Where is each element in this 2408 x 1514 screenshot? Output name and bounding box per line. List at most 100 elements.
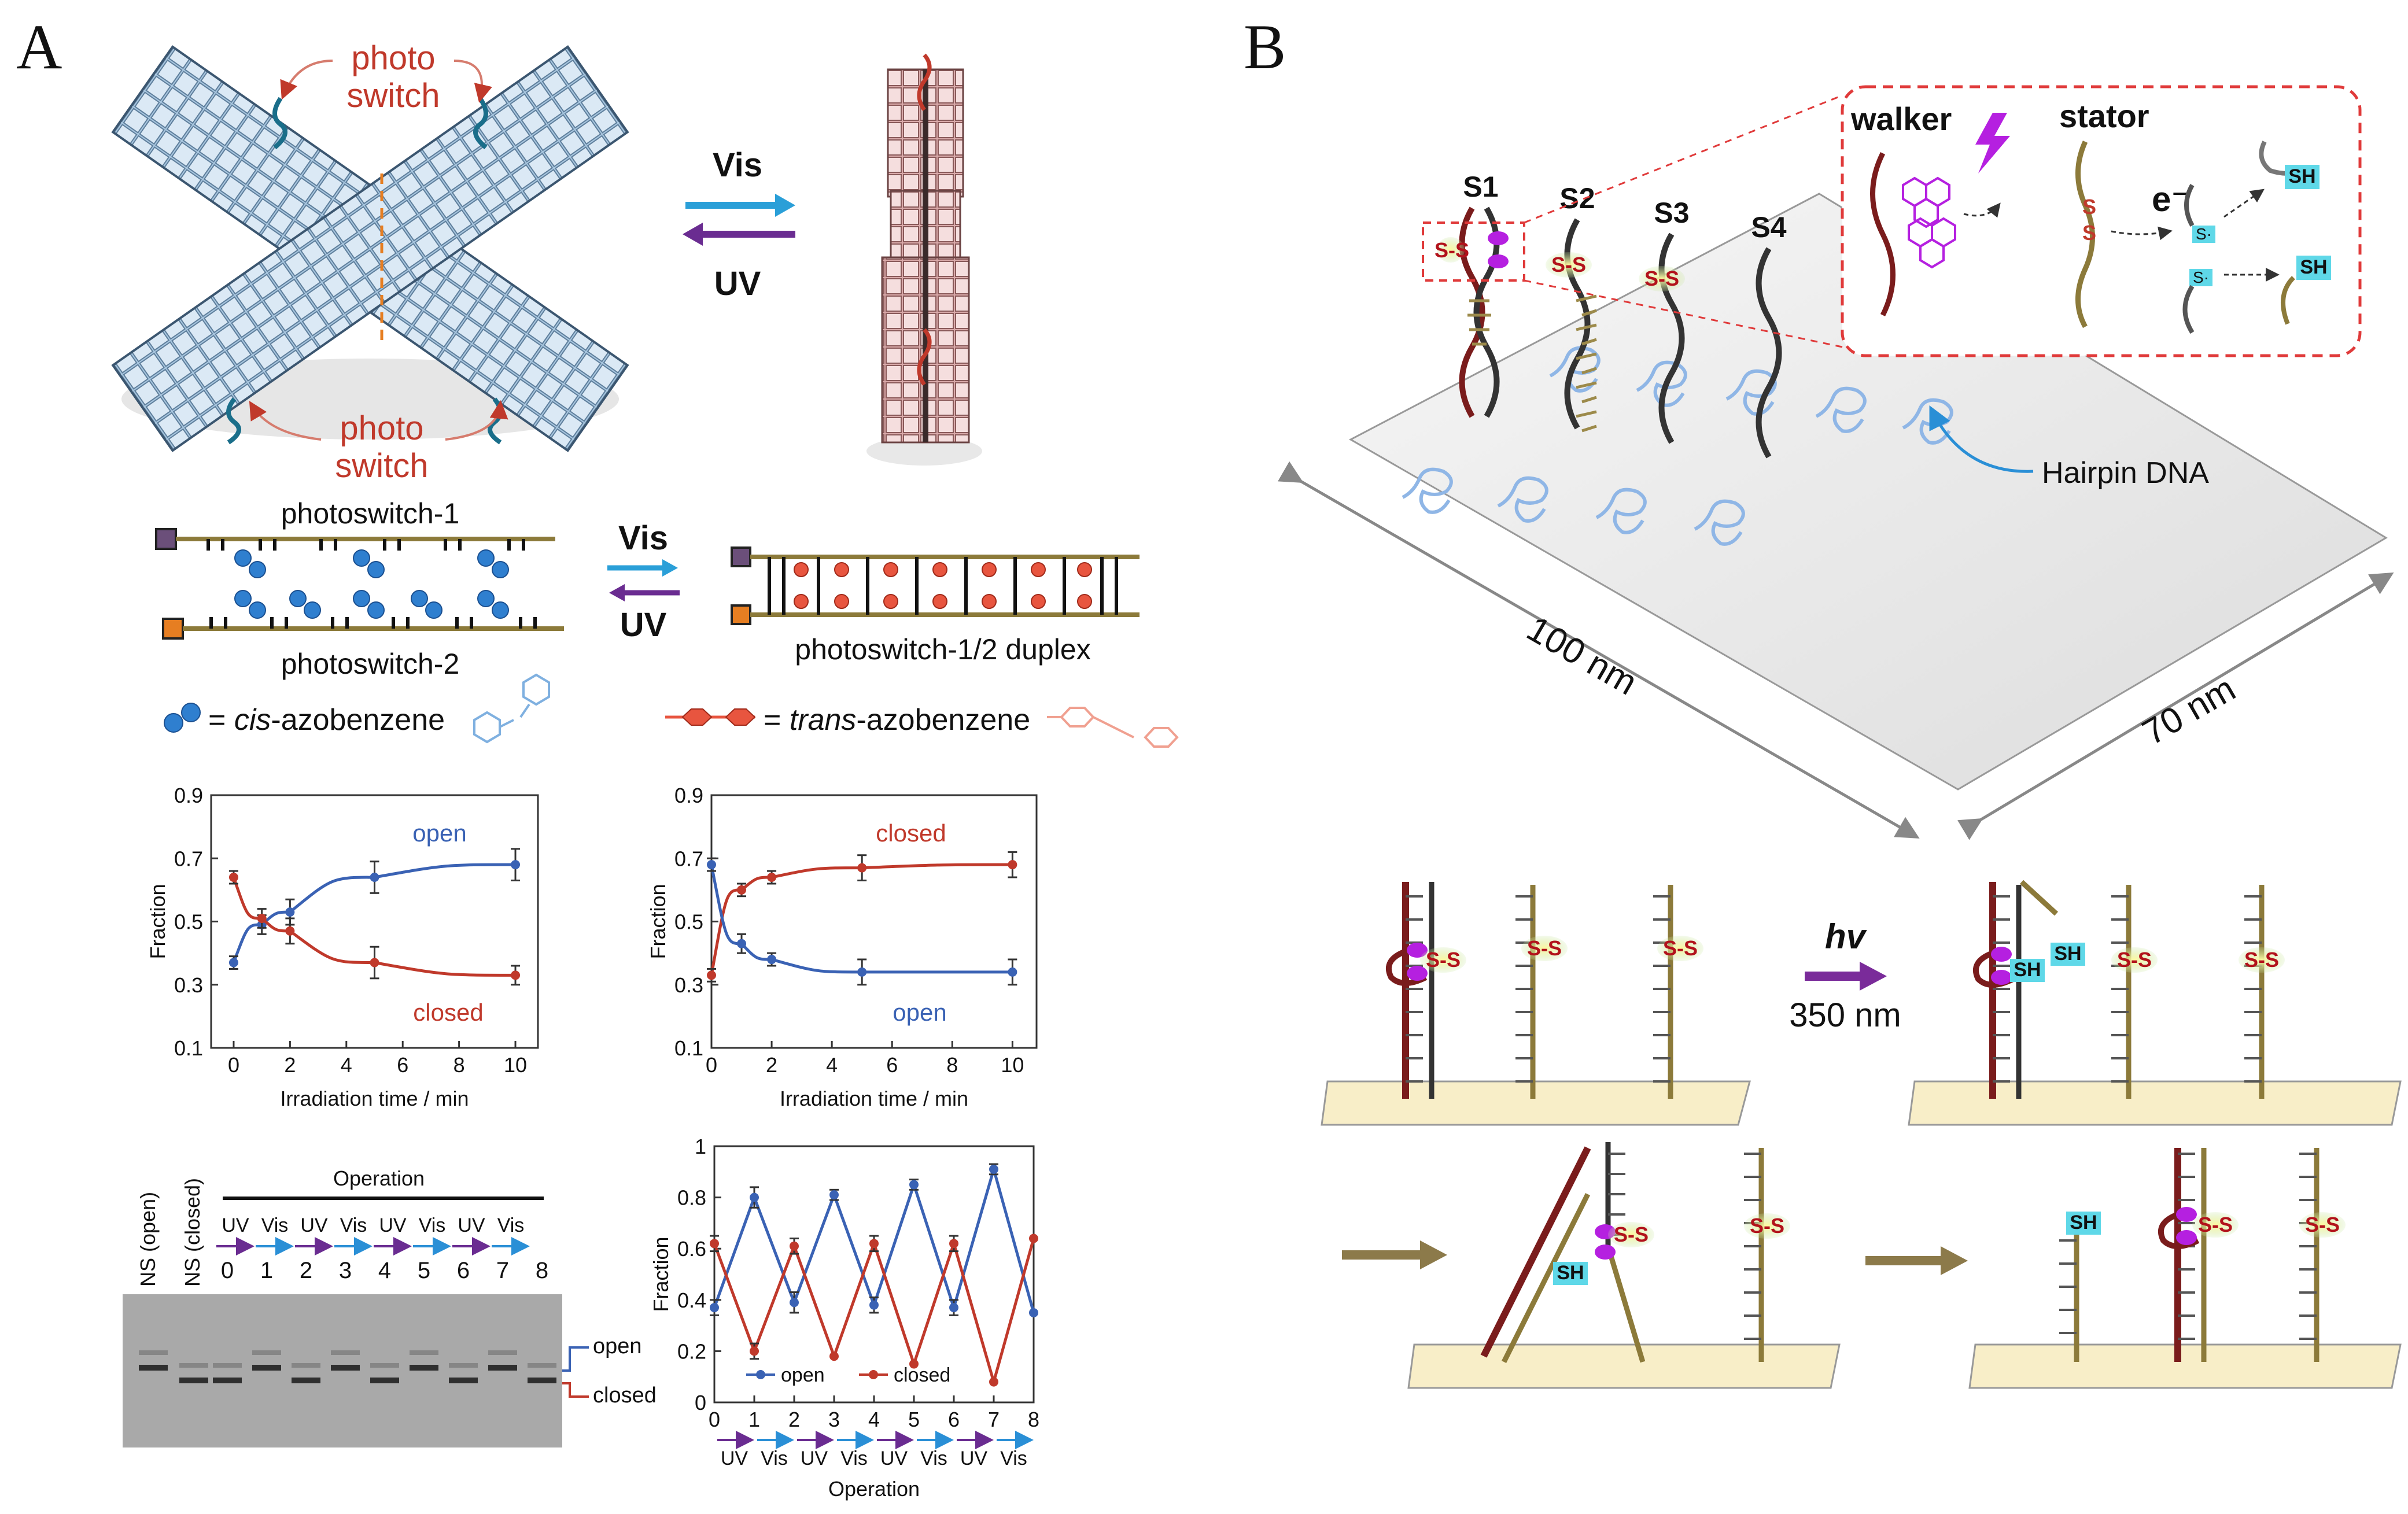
photoswitch-2-label: photoswitch-2 [281, 648, 460, 680]
walker-label: walker [1850, 101, 1952, 137]
gel-lane-number: 7 [496, 1258, 509, 1283]
y-tick-label: 0 [695, 1391, 706, 1415]
data-point-closed [767, 873, 777, 882]
x-tick-label: 4 [826, 1053, 838, 1077]
data-point-closed [989, 1377, 998, 1387]
legend-label-open: open [781, 1364, 825, 1386]
vis-uv-switch-middle: Vis UV [607, 519, 680, 644]
trans-suffix: -azobenzene [856, 703, 1030, 737]
origami-x-structure [111, 45, 629, 452]
gel-image [123, 1294, 562, 1447]
x-tick-label: 5 [908, 1408, 920, 1431]
step3-ss-2: S-S [1750, 1214, 1784, 1238]
data-point-open [1029, 1308, 1038, 1317]
y-tick-label: 0.1 [174, 1036, 203, 1060]
trans-azobenzene-structure-icon [1047, 707, 1179, 748]
y-tick-label: 0.5 [174, 910, 203, 934]
x-tick-label: 0 [709, 1408, 720, 1431]
gel-band-closed [370, 1378, 399, 1383]
data-point-open [511, 860, 521, 870]
gel-operation-title: Operation [333, 1166, 425, 1190]
data-point-open [909, 1180, 919, 1190]
radical-s-top: S· [2196, 225, 2212, 243]
chart-frame [713, 1145, 1035, 1404]
x-tick-label: 8 [946, 1053, 958, 1077]
x-tick-label: 2 [766, 1053, 777, 1077]
photo-switch-label-bottom-2: switch [335, 447, 428, 485]
gel-op-label: UV [458, 1214, 485, 1236]
hv-arrow: hv 350 nm [1789, 917, 1901, 1034]
gel-lane-number: 0 [221, 1258, 234, 1283]
radical-s-bottom: S· [2193, 268, 2209, 286]
gel-band-open [252, 1365, 281, 1371]
x-tick-label: 2 [788, 1408, 800, 1431]
data-point-open [767, 955, 777, 965]
data-point-open [228, 958, 238, 968]
step2-ss-2: S-S [2244, 948, 2279, 972]
photo-switch-label-top-2: switch [346, 77, 440, 115]
y-tick-label: 0.3 [674, 973, 703, 997]
data-point-closed [1008, 860, 1017, 870]
data-point-closed [857, 863, 867, 873]
gel-lane-number: 5 [418, 1258, 430, 1283]
legend-marker-open [756, 1370, 765, 1379]
base-tick [1581, 396, 1597, 404]
gel-open-label: open [593, 1334, 642, 1358]
origami-closed-structure [866, 53, 982, 466]
data-point-open [989, 1164, 998, 1174]
data-point-closed [829, 1351, 839, 1361]
strand-s3: S3 S-S [1639, 197, 1690, 444]
gel-band-faint [488, 1350, 517, 1355]
data-point-closed [285, 926, 295, 936]
photoswitch-schematic: photoswitch-1 [155, 497, 564, 680]
gel-band-faint [410, 1350, 438, 1355]
trans-italic: trans [790, 703, 857, 737]
series-line-closed [710, 863, 1013, 976]
hairpin-icon [1815, 386, 1867, 433]
gel-band-open [410, 1365, 438, 1371]
duplex-label: photoswitch-1/2 duplex [795, 633, 1090, 666]
stator-s-top: S [2082, 195, 2096, 219]
data-point-open [790, 1298, 799, 1308]
photo-switch-callout-bottom: photo switch [249, 400, 508, 485]
gel-op-label: Vis [419, 1214, 446, 1236]
inset-sh-top: SH [2288, 165, 2315, 187]
y-tick-label: 0.1 [674, 1036, 703, 1060]
step1-ss-3: S-S [1663, 936, 1698, 960]
mechanism-inset: walker stator S S e⁻ S· S· SH SH [1841, 85, 2362, 357]
svg-text:= trans-azobenzene: = trans-azobenzene [764, 703, 1030, 737]
y-tick-label: 0.4 [677, 1288, 706, 1312]
s4-label: S4 [1751, 211, 1786, 243]
gel-lane-number: 2 [300, 1258, 312, 1283]
data-point-open [285, 907, 295, 917]
data-point-closed [869, 1239, 879, 1249]
x-tick-label: 7 [988, 1408, 1000, 1431]
legend-label-closed: closed [894, 1364, 950, 1386]
legend-marker-closed [869, 1370, 878, 1379]
y-tick-label: 0.9 [174, 784, 203, 807]
gel-op-label: UV [222, 1214, 249, 1236]
y-tick-label: 0.2 [677, 1339, 706, 1363]
trans-prefix: = [764, 703, 790, 737]
uv-label-middle: UV [620, 606, 667, 644]
gel-op-label: Vis [261, 1214, 289, 1236]
data-point-closed [737, 885, 747, 895]
y-axis-label: Fraction [646, 884, 670, 959]
x-tick-label: 6 [397, 1053, 408, 1077]
base-tick [1576, 294, 1597, 302]
step4-sh-1: SH [2070, 1212, 2097, 1234]
hv-label: hv [1825, 917, 1868, 956]
series-label-open: open [893, 999, 946, 1026]
electron-label: e⁻ [2152, 180, 2189, 219]
cis-suffix: -azobenzene [271, 703, 445, 737]
strand-s1: S1 S-S [1422, 171, 1525, 418]
x-tick-label: 8 [453, 1053, 465, 1077]
walker-step-4: SH S-S S-S [1865, 1148, 2402, 1389]
operation-label: Vis [1000, 1447, 1027, 1469]
stator-s-bottom: S [2082, 221, 2096, 245]
data-point-closed [710, 1239, 719, 1249]
data-point-open [370, 873, 379, 882]
operation-label: UV [960, 1447, 988, 1469]
stator-label: stator [2059, 98, 2149, 134]
operation-label: UV [721, 1447, 748, 1469]
